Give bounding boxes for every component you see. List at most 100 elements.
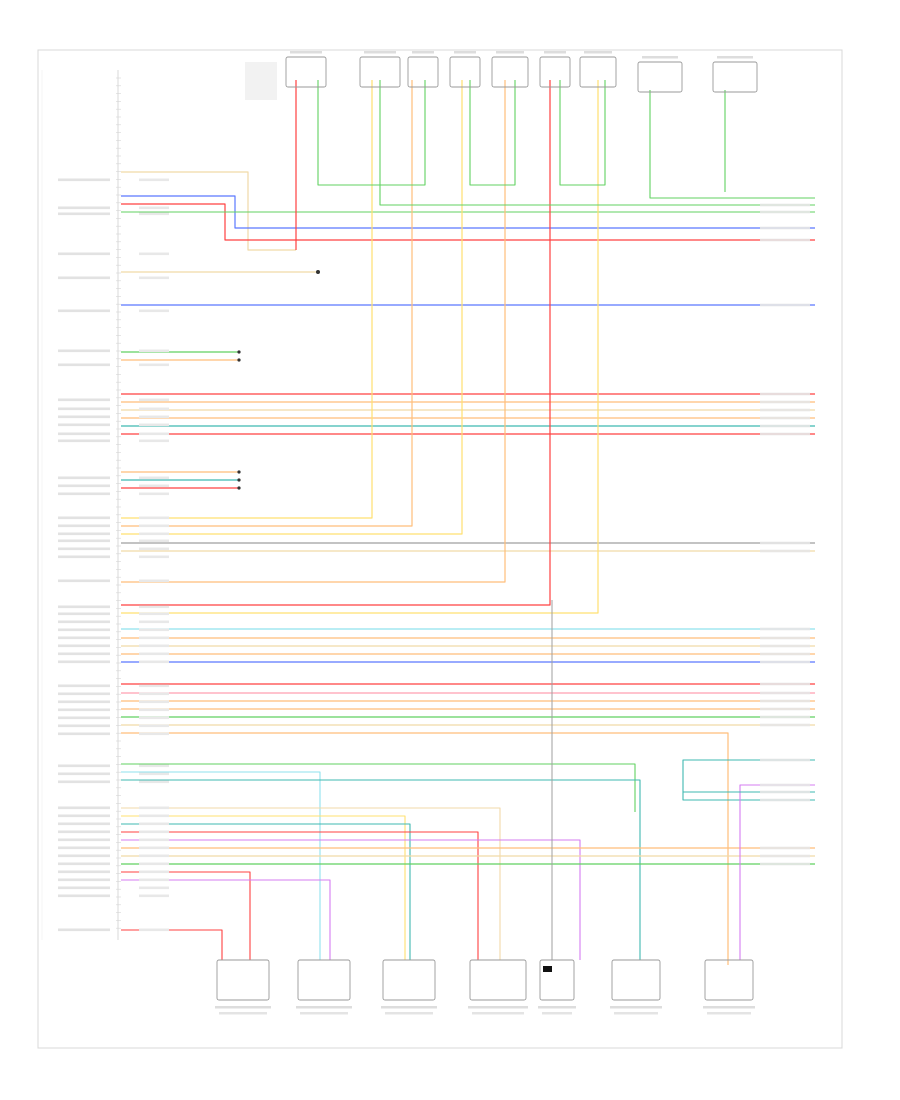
- component-label-mark: [296, 1006, 352, 1009]
- wire-label-mark: [139, 660, 169, 664]
- pin-label-mark: [58, 309, 110, 313]
- wire-orange: [121, 80, 413, 527]
- component-label-mark: [610, 1006, 662, 1009]
- wire-orange: [121, 80, 506, 583]
- wire-red: [121, 203, 815, 241]
- wire-label-mark: [139, 620, 169, 624]
- ground-icon: [543, 966, 552, 972]
- pin-label-mark: [58, 628, 110, 632]
- connector-icon: [237, 358, 241, 362]
- wire-label-mark: [139, 432, 169, 436]
- wire-label-mark: [139, 178, 169, 182]
- pin-label-mark: [58, 660, 110, 664]
- wire-label-mark: [139, 716, 169, 720]
- component-label-mark: [544, 51, 566, 54]
- top-connector: [539, 56, 571, 88]
- component-label-mark: [538, 1006, 576, 1009]
- wire-label-mark: [139, 870, 169, 874]
- wire-label-mark: [139, 862, 169, 866]
- component-label-mark: [290, 51, 322, 54]
- pin-label-mark: [58, 846, 110, 850]
- wire-label-mark: [139, 814, 169, 818]
- wire-label-mark: [760, 783, 810, 787]
- wire-label-mark: [760, 707, 810, 711]
- component-label-mark: [381, 1006, 437, 1009]
- pin-label-group: [58, 77, 169, 932]
- wire-label-mark: [760, 790, 810, 794]
- pin-label-mark: [58, 579, 110, 583]
- component-label-mark: [219, 1012, 267, 1015]
- wire-label-mark: [760, 226, 810, 230]
- wire-violet: [739, 784, 815, 960]
- pin-label-mark: [58, 276, 110, 280]
- bottom-connector: [469, 959, 527, 1001]
- wire-group: [121, 80, 815, 965]
- wire-label-mark: [139, 579, 169, 583]
- wire-label-mark: [139, 516, 169, 520]
- wire-label-mark: [760, 432, 810, 436]
- pin-label-mark: [58, 636, 110, 640]
- wire-label-mark: [139, 724, 169, 728]
- pin-label-mark: [58, 822, 110, 826]
- wire-label-mark: [760, 541, 810, 545]
- wire-label-mark: [139, 806, 169, 810]
- wire-label-mark: [760, 627, 810, 631]
- wire-teal: [121, 779, 641, 960]
- wire-yellow: [121, 80, 599, 614]
- pin-label-mark: [58, 439, 110, 443]
- component-label-mark: [542, 1012, 572, 1015]
- pin-label-mark: [58, 516, 110, 520]
- wire-label-mark: [760, 408, 810, 412]
- component-label-mark: [468, 1006, 528, 1009]
- pin-label-mark: [58, 644, 110, 648]
- wire-label-mark: [139, 628, 169, 632]
- pin-label-mark: [58, 415, 110, 419]
- pin-label-mark: [58, 620, 110, 624]
- wire-label-mark: [139, 349, 169, 353]
- wire-label-mark: [760, 854, 810, 858]
- pin-label-mark: [58, 652, 110, 656]
- wire-red: [121, 80, 551, 606]
- wire-label-mark: [139, 830, 169, 834]
- pin-label-mark: [58, 555, 110, 559]
- pin-label-mark: [58, 724, 110, 728]
- component-label-mark: [215, 1006, 271, 1009]
- wire-label-mark: [760, 691, 810, 695]
- wire-label-mark: [760, 699, 810, 703]
- pin-label-mark: [58, 363, 110, 367]
- wire-label-mark: [139, 708, 169, 712]
- wire-label-mark: [760, 303, 810, 307]
- wire-label-mark: [139, 928, 169, 932]
- wire-green: [559, 80, 606, 186]
- bottom-connector: [216, 959, 270, 1001]
- wire-label-mark: [139, 894, 169, 898]
- top-connector: [449, 56, 481, 88]
- pin-label-mark: [58, 878, 110, 882]
- pin-label-mark: [58, 692, 110, 696]
- wire-red: [121, 929, 223, 960]
- connector-icon: [237, 350, 241, 354]
- wire-violet: [121, 839, 581, 960]
- wire-label-mark: [139, 772, 169, 776]
- top-components: [245, 51, 758, 100]
- wire-label-mark: [760, 238, 810, 242]
- pin-label-mark: [58, 716, 110, 720]
- pin-label-mark: [58, 398, 110, 402]
- wire-label-mark: [760, 846, 810, 850]
- pin-label-mark: [58, 708, 110, 712]
- top-connector: [285, 56, 327, 88]
- wire-cyan: [121, 771, 321, 960]
- bottom-connector: [704, 959, 754, 1001]
- top-connector: [579, 56, 617, 88]
- pin-label-mark: [58, 212, 110, 216]
- wire-label-mark: [760, 424, 810, 428]
- wire-label-mark: [139, 878, 169, 882]
- wire-tan: [121, 807, 501, 960]
- wire-label-mark: [760, 758, 810, 762]
- wire-green: [121, 763, 636, 812]
- wire-label-mark: [760, 660, 810, 664]
- wire-green: [379, 80, 815, 206]
- component-label-mark: [245, 62, 277, 100]
- pin-label-mark: [58, 178, 110, 182]
